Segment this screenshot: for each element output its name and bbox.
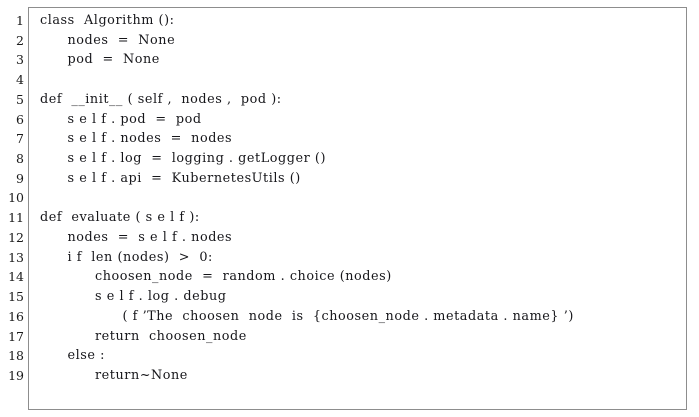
line-number: 18 <box>8 348 24 364</box>
line-number: 11 <box>8 210 24 226</box>
line-number: 10 <box>8 190 24 206</box>
line-number: 9 <box>16 170 24 186</box>
line-number: 5 <box>16 91 24 107</box>
line-number: 7 <box>16 131 24 147</box>
code-line: choosen_node = random . choice (nodes) <box>95 269 392 285</box>
line-number: 17 <box>8 328 24 344</box>
code-line: def evaluate ( s e l f ): <box>40 210 200 226</box>
code-text-area: class Algorithm (): nodes = None pod = Non… <box>40 7 688 410</box>
line-number: 14 <box>8 269 24 285</box>
code-line: return~None <box>95 367 188 383</box>
code-line: return choosen_node <box>95 328 247 344</box>
code-line: def __init__ ( self , nodes , pod ): <box>40 91 282 107</box>
line-number: 2 <box>16 32 24 48</box>
line-number: 15 <box>8 289 24 305</box>
code-line: s e l f . log . debug <box>95 289 227 305</box>
code-line: pod = None <box>67 52 160 68</box>
line-number: 1 <box>16 13 24 28</box>
line-number: 3 <box>16 52 24 68</box>
line-number: 16 <box>8 308 24 324</box>
code-line: class Algorithm (): <box>40 13 175 28</box>
code-line: ( f ’The choosen node is {choosen_node .… <box>122 308 574 324</box>
code-line: i f len (nodes) > 0: <box>67 249 213 265</box>
line-number: 19 <box>8 367 24 383</box>
code-line: nodes = None <box>67 32 176 48</box>
code-line: nodes = s e l f . nodes <box>67 229 233 245</box>
line-number: 4 <box>16 72 24 88</box>
line-number: 13 <box>8 249 24 265</box>
line-number: 12 <box>8 229 24 245</box>
code-line: s e l f . nodes = nodes <box>67 131 233 147</box>
code-line: else : <box>67 348 105 364</box>
code-line: s e l f . pod = pod <box>67 111 202 127</box>
line-number: 6 <box>16 111 24 127</box>
code-frame <box>28 7 687 410</box>
code-line: s e l f . log = logging . getLogger () <box>67 151 327 167</box>
code-line: s e l f . api = KubernetesUtils () <box>67 170 301 186</box>
line-number: 8 <box>16 151 24 167</box>
